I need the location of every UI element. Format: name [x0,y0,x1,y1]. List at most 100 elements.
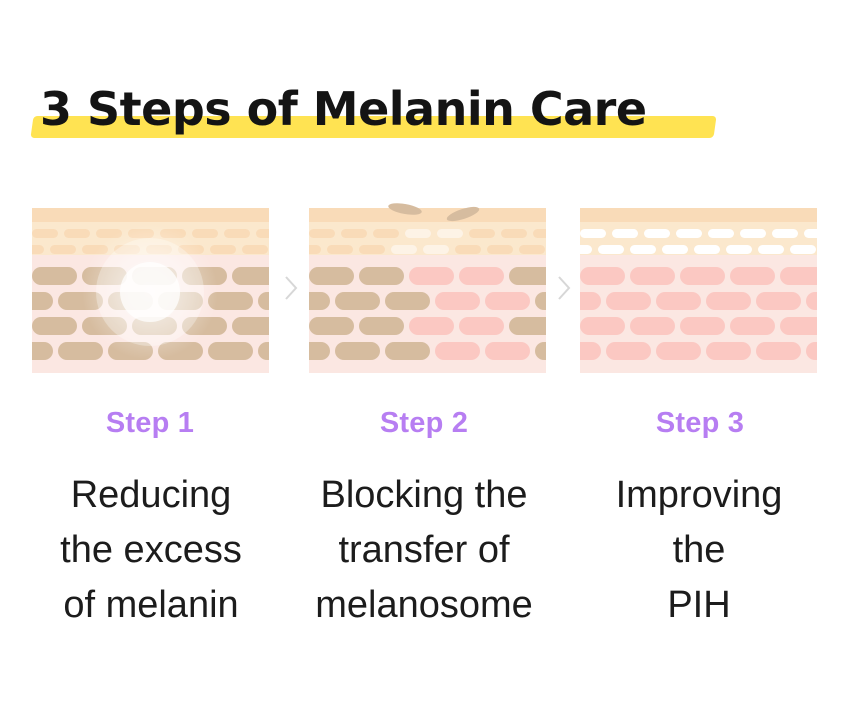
lower-cell [756,292,801,310]
flaking-cell [446,206,480,222]
lower-cell [32,267,77,285]
upper-cell [405,229,431,238]
lower-cell [309,342,330,360]
upper-cell [210,245,236,254]
upper-cell [64,229,90,238]
step-1-desc-line: of melanin [63,584,239,626]
lower-cell [359,267,404,285]
upper-cell [391,245,417,254]
step-3-desc-line: PIH [667,584,731,626]
lower-cell [58,342,103,360]
upper-cell [804,229,817,238]
lower-cell [232,267,269,285]
upper-cell [676,229,702,238]
upper-cell [309,245,321,254]
lower-cell [309,317,354,335]
lower-cell [509,317,546,335]
upper-cell [726,245,752,254]
lower-cell [535,292,546,310]
upper-cell [373,229,399,238]
upper-cell [580,245,592,254]
lower-cell [385,342,430,360]
lower-cell [656,342,701,360]
lower-cell [630,267,675,285]
lower-cell [32,292,53,310]
step-2-desc-line: melanosome [315,584,533,626]
lower-cell [435,292,480,310]
upper-cell [758,245,784,254]
lower-cell [606,292,651,310]
title-block: 3 Steps of Melanin Care [30,82,730,146]
lower-cell [258,292,269,310]
lower-cell [359,317,404,335]
lower-cell [32,317,77,335]
upper-cell [341,229,367,238]
skin-surface-layer [309,208,546,222]
upper-cell [256,229,269,238]
lower-cell [606,342,651,360]
lower-cell [409,317,454,335]
step-2-label: Step 2 [379,407,469,439]
lower-cell [680,317,725,335]
step-1-desc-line: the excess [60,529,242,571]
lower-cell [580,342,601,360]
lower-cell [459,267,504,285]
upper-cell [437,229,463,238]
lower-cell [485,292,530,310]
upper-cell [740,229,766,238]
lower-cell [780,267,817,285]
upper-cell [32,229,58,238]
step-1-description: Reducing the excess of melanin [11,468,291,633]
lower-cell [806,342,817,360]
upper-cell [327,245,353,254]
skin-surface-layer [580,208,817,222]
lower-cell [208,342,253,360]
upper-cell [580,229,606,238]
upper-cell [501,229,527,238]
page-title: 3 Steps of Melanin Care [40,82,647,136]
lower-cell [806,292,817,310]
upper-cell [519,245,545,254]
upper-cell [224,229,250,238]
lower-cell [335,342,380,360]
lower-cell [435,342,480,360]
upper-cell [630,245,656,254]
lower-cell [706,292,751,310]
upper-cell [423,245,449,254]
upper-cell [598,245,624,254]
upper-cell [192,229,218,238]
lower-cell [485,342,530,360]
upper-cell [32,245,44,254]
lower-cell [232,317,269,335]
upper-cell [455,245,481,254]
chevron-right-icon [284,275,298,301]
step-2-description: Blocking the transfer of melanosome [284,468,564,633]
upper-cell [487,245,513,254]
lower-cell [535,342,546,360]
upper-cell [790,245,816,254]
step-3-desc-line: the [672,529,726,571]
lower-cell [309,267,354,285]
upper-cell [644,229,670,238]
lower-cell [680,267,725,285]
step-3-label: Step 3 [655,407,745,439]
lower-cell [309,292,330,310]
upper-cell [359,245,385,254]
upper-cell [772,229,798,238]
lower-cell [335,292,380,310]
lower-cell [656,292,701,310]
lower-cell [580,267,625,285]
lower-cell [208,292,253,310]
upper-cell [694,245,720,254]
step-3-desc-line: Improving [615,474,783,516]
upper-cell [662,245,688,254]
lower-cell [258,342,269,360]
lower-cell [756,342,801,360]
lower-cell [509,267,546,285]
lower-cell [706,342,751,360]
step-1-label: Step 1 [105,407,195,439]
upper-cell [708,229,734,238]
upper-cell [242,245,268,254]
lower-cell [730,317,775,335]
lower-cell [409,267,454,285]
